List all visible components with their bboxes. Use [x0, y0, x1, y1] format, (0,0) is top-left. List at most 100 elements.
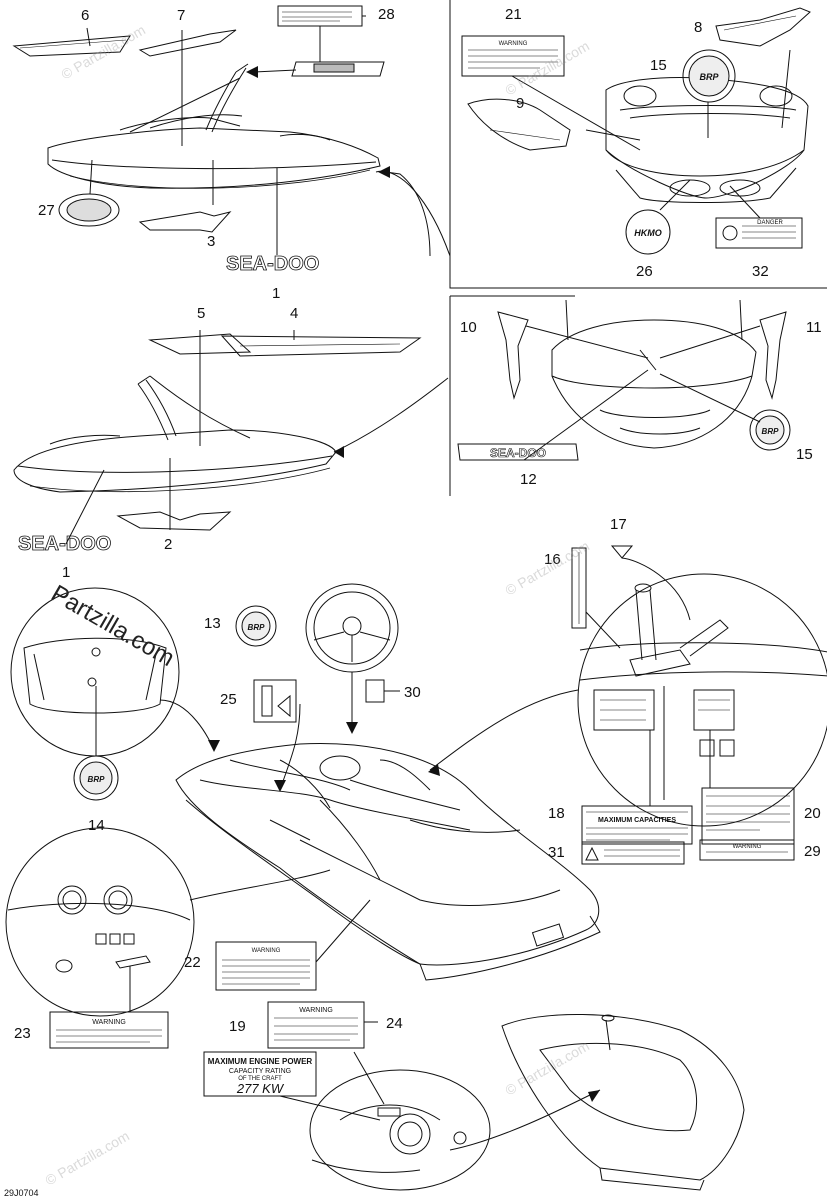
diagram-code: 29J0704	[4, 1188, 39, 1198]
callout-23: 23	[14, 1025, 31, 1042]
inset-helm	[10, 587, 180, 757]
callout-5: 5	[197, 305, 206, 322]
label-23-warning	[49, 1011, 169, 1049]
callout-22: 22	[184, 954, 201, 971]
warning-label-21	[461, 35, 565, 77]
boat-side-lower	[13, 375, 337, 493]
seadoo-logo-1-upper: SEA-DOO	[226, 253, 320, 276]
seadoo-logo-1-lower: SEA-DOO	[18, 533, 112, 556]
badge-13-text: BRP	[248, 623, 266, 632]
warning-24-title: WARNING	[299, 1007, 333, 1014]
inset-fuel	[309, 1069, 491, 1191]
callout-2: 2	[164, 536, 173, 553]
decal-9-wave	[467, 98, 571, 151]
callout-11: 11	[806, 319, 822, 336]
label-18-capacity	[581, 805, 693, 845]
callout-27: 27	[38, 202, 55, 219]
decal-8-swoosh	[715, 7, 811, 47]
decal-6-stripe	[12, 35, 131, 57]
warning-21-title: WARNING	[499, 41, 528, 47]
label-31-warning	[581, 841, 685, 865]
callout-9: 9	[516, 95, 525, 112]
callout-1-upper: 1	[272, 285, 281, 302]
decal-10-swoosh	[497, 311, 529, 400]
warning-29-title: WARNING	[733, 844, 762, 850]
danger-label-32	[715, 217, 803, 249]
badge-26-hkmo	[625, 209, 671, 255]
callout-7: 7	[177, 7, 186, 24]
decal-4-stripe	[220, 335, 422, 357]
callout-1-lower: 1	[62, 564, 71, 581]
inset-console	[5, 827, 195, 1017]
label-25	[253, 679, 297, 723]
svg-text:SEA-DOO: SEA-DOO	[18, 533, 111, 555]
callout-18: 18	[548, 805, 565, 822]
badge-13	[235, 605, 277, 647]
decal-5-stripe	[148, 333, 252, 355]
danger-32-title: DANGER	[757, 220, 783, 226]
label-18-title: MAXIMUM CAPACITIES	[598, 817, 676, 824]
badge-15-lower	[749, 409, 791, 451]
decal-3-stripe	[138, 211, 232, 233]
callout-12: 12	[520, 471, 537, 488]
callout-15-lower: 15	[796, 446, 813, 463]
label-19-text-2: CAPACITY RATING	[229, 1068, 291, 1075]
decal-12-strip: SEA-DOO	[457, 443, 579, 461]
decal-7-stripe	[138, 29, 237, 57]
callout-31: 31	[548, 844, 565, 861]
label-22-warning	[215, 941, 317, 991]
callout-32: 32	[752, 263, 769, 280]
callout-24: 24	[386, 1015, 403, 1032]
svg-text:SEA-DOO: SEA-DOO	[490, 446, 546, 460]
warning-23-title: WARNING	[92, 1019, 126, 1026]
tower-strip	[291, 61, 385, 77]
callout-4: 4	[290, 305, 299, 322]
callout-28: 28	[378, 6, 395, 23]
callout-3: 3	[207, 233, 216, 250]
decal-16-strip	[571, 547, 587, 629]
callout-19: 19	[229, 1018, 246, 1035]
boat-side-upper	[47, 63, 381, 189]
badge-14-text: BRP	[88, 775, 106, 784]
label-19-max-power	[203, 1051, 317, 1097]
label-24-warning	[267, 1001, 365, 1049]
label-30	[365, 679, 385, 703]
rear-deck	[501, 1014, 745, 1191]
callout-13: 13	[204, 615, 221, 632]
badge-15-upper	[682, 49, 736, 103]
label-19-text-1: MAXIMUM ENGINE POWER	[208, 1057, 313, 1066]
inset-transom	[449, 295, 757, 496]
decal-11-swoosh	[759, 311, 787, 400]
label-19-text-3: OF THE CRAFT	[238, 1076, 282, 1082]
inset-shifter	[577, 573, 827, 827]
callout-8: 8	[694, 19, 703, 36]
decal-17-triangle	[610, 545, 634, 559]
label-29-warning	[699, 839, 795, 861]
label-19-value: 277 KW	[236, 1081, 285, 1096]
decal-2-stripe	[116, 511, 232, 531]
inset-rear-upper	[449, 0, 827, 289]
badge-15-lower-text: BRP	[762, 427, 780, 436]
badge-14	[73, 755, 119, 801]
badge-27	[58, 193, 120, 227]
callout-25: 25	[220, 691, 237, 708]
boat-main	[175, 743, 601, 981]
warning-22-title: WARNING	[252, 948, 281, 954]
callout-16: 16	[544, 551, 561, 568]
steering-wheel	[305, 583, 399, 673]
callout-30: 30	[404, 684, 421, 701]
callout-17: 17	[610, 516, 627, 533]
decal-28-label	[277, 5, 363, 27]
callout-26: 26	[636, 263, 653, 280]
callout-6: 6	[81, 7, 90, 24]
callout-20: 20	[804, 805, 821, 822]
svg-text:SEA-DOO: SEA-DOO	[226, 253, 319, 275]
callout-14: 14	[88, 817, 105, 834]
callout-29: 29	[804, 843, 821, 860]
badge-26-text: HKMO	[634, 228, 662, 238]
callout-21: 21	[505, 6, 522, 23]
label-20-info	[701, 787, 795, 845]
callout-15-upper: 15	[650, 57, 667, 74]
callout-10: 10	[460, 319, 477, 336]
